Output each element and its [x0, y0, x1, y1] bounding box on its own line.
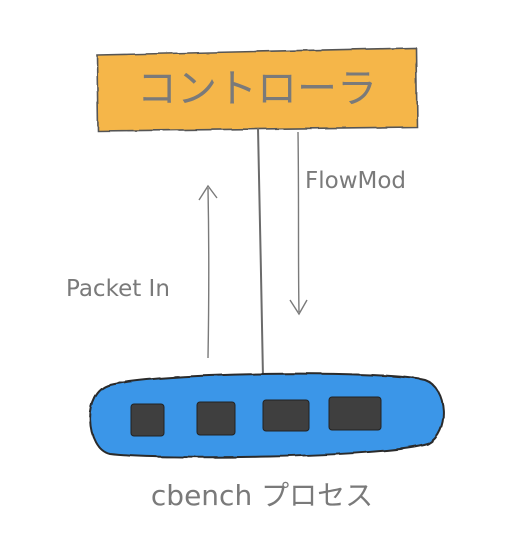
- switch-port: [328, 396, 382, 431]
- flowmod-arrow: [289, 131, 308, 316]
- controller-node: コントローラ: [96, 47, 418, 132]
- switch-node: [89, 372, 445, 459]
- controller-box: [96, 47, 418, 132]
- switch-port: [130, 403, 165, 437]
- connection-line: [257, 127, 264, 379]
- packet-in-arrow: [198, 184, 218, 359]
- flowmod-label: FlowMod: [305, 168, 406, 194]
- packet-in-label: Packet In: [66, 276, 170, 302]
- switch-port: [196, 401, 236, 436]
- switch-label: cbench プロセス: [151, 479, 373, 512]
- switch-port: [262, 399, 310, 432]
- controller-label: コントローラ: [137, 66, 377, 112]
